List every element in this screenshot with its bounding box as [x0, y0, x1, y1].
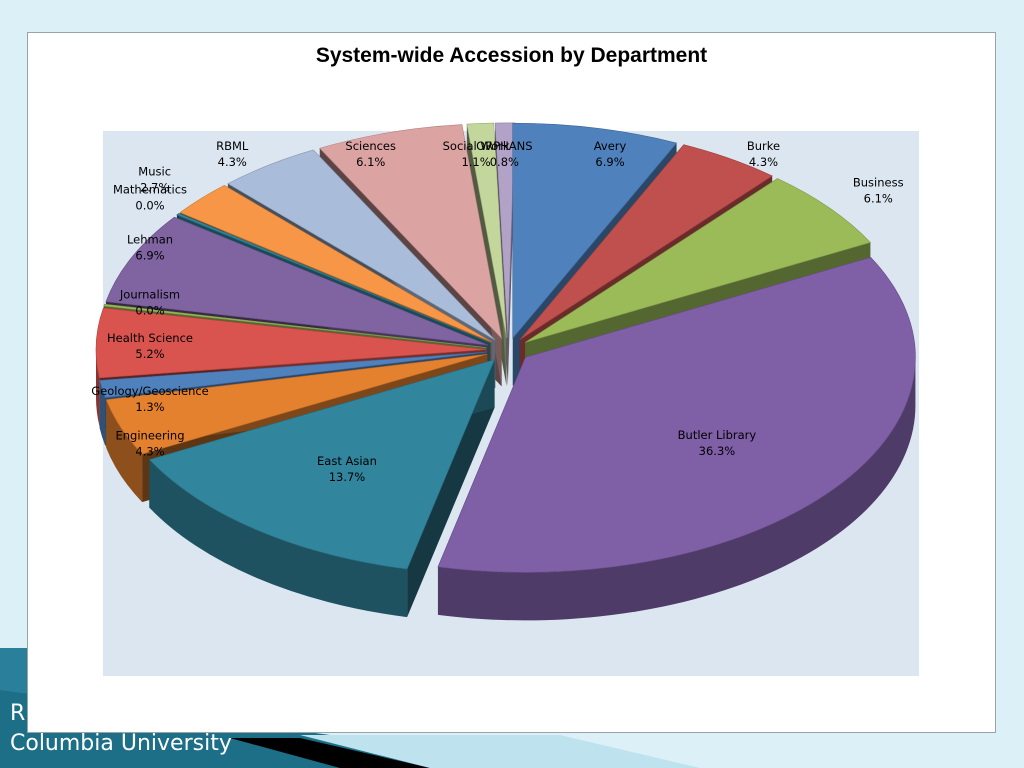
footer-text-line1: R	[10, 701, 26, 726]
slice-label-value-geology-geoscience: 1.3%	[135, 400, 164, 414]
pie-slice-wall-health-science	[96, 349, 100, 426]
slice-label-lehman: Lehman 6.9%	[127, 232, 173, 262]
footer-swoosh-light	[300, 735, 700, 768]
pie-slice-top-east-asian	[148, 359, 496, 570]
slice-label-name-journalism: Journalism	[119, 287, 180, 301]
slice-label-value-avery: 6.9%	[595, 155, 624, 169]
slice-label-name-butler-library: Butler Library	[678, 428, 757, 442]
pie-slice-top-health-science	[95, 307, 487, 379]
labels-layer: Avery 6.9% Burke 4.3% Business 6.1% Butler Lib…	[91, 139, 903, 484]
footer-swoosh-dark	[230, 738, 430, 768]
pie-slice-top-mathematics	[176, 213, 491, 344]
slice-label-value-journalism: 0.0%	[135, 303, 164, 317]
slice-label-value-music: 2.7%	[140, 180, 169, 194]
slice-label-orphans: ORPHANS 0.8%	[476, 139, 532, 169]
pie-slice-wall-geology-geoscience	[99, 380, 106, 446]
slice-label-east-asian: East Asian 13.7%	[317, 454, 377, 484]
slice-label-name-sciences: Sciences	[345, 139, 396, 153]
slice-label-name-avery: Avery	[594, 139, 627, 153]
slices-layer	[95, 122, 916, 621]
slice-label-value-sciences: 6.1%	[356, 155, 385, 169]
pie-slice-wall-butler-library	[437, 357, 916, 621]
slice-label-name-music: Music	[138, 164, 171, 178]
slice-label-mathematics: Mathematics 0.0%	[113, 183, 187, 213]
slice-label-value-mathematics: 0.0%	[135, 199, 164, 213]
slice-label-value-engineering: 4.3%	[135, 444, 164, 458]
slice-label-name-lehman: Lehman	[127, 232, 173, 246]
pie-slice-top-butler-library	[437, 257, 916, 573]
slice-label-engineering: Engineering 4.3%	[116, 428, 185, 458]
pie-slice-top-journalism	[103, 303, 487, 348]
pie-slice-top-sciences	[319, 124, 503, 340]
slice-label-name-mathematics: Mathematics	[113, 183, 187, 197]
slice-label-name-burke: Burke	[747, 139, 780, 153]
slice-label-value-butler-library: 36.3%	[699, 444, 736, 458]
slice-label-name-east-asian: East Asian	[317, 454, 377, 468]
pie-slice-wall-east-asian	[149, 459, 408, 618]
pie-slice-side-east-asian	[407, 359, 495, 618]
slice-label-value-health-science: 5.2%	[135, 347, 164, 361]
footer-text-line2: Columbia University	[10, 731, 232, 756]
slice-label-value-burke: 4.3%	[749, 155, 778, 169]
slice-label-health-science: Health Science 5.2%	[107, 331, 193, 361]
slice-label-butler-library: Butler Library 36.3%	[678, 428, 757, 458]
pie-slice-top-business	[525, 178, 871, 343]
slice-label-music: Music 2.7%	[138, 164, 171, 194]
slice-label-name-health-science: Health Science	[107, 331, 193, 345]
slice-label-name-geology-geoscience: Geology/Geoscience	[91, 384, 209, 398]
slice-label-name-orphans: ORPHANS	[476, 139, 532, 153]
slice-label-value-east-asian: 13.7%	[329, 470, 366, 484]
slice-label-business: Business 6.1%	[853, 175, 904, 205]
pie-slice-top-music	[179, 185, 492, 343]
pie-slice-butler-library	[437, 257, 916, 621]
slice-label-geology-geoscience: Geology/Geoscience 1.3%	[91, 384, 209, 414]
slice-label-value-business: 6.1%	[864, 191, 893, 205]
slice-label-sciences: Sciences 6.1%	[345, 139, 396, 169]
chart-title: System-wide Accession by Department	[315, 44, 708, 67]
pie-slice-top-avery	[512, 122, 678, 340]
slice-label-rbml: RBML 4.3%	[216, 139, 249, 169]
slice-label-name-rbml: RBML	[216, 139, 249, 153]
pie-slice-top-burke	[519, 144, 773, 341]
slice-label-journalism: Journalism 0.0%	[119, 287, 180, 317]
slice-label-value-orphans: 0.8%	[490, 155, 519, 169]
pie-slice-top-rbml	[227, 149, 496, 341]
slice-label-social-work: Social Work 1.1%	[443, 139, 510, 169]
slice-label-name-business: Business	[853, 175, 904, 189]
pie-slice-top-social-work	[466, 122, 507, 338]
slice-label-name-engineering: Engineering	[116, 428, 185, 442]
pie-slice-top-lehman	[105, 216, 489, 346]
slice-label-name-social-work: Social Work	[443, 139, 510, 153]
pie-slice-top-geology-geoscience	[99, 351, 487, 398]
slice-label-burke: Burke 4.3%	[747, 139, 780, 169]
slice-label-avery: Avery 6.9%	[594, 139, 627, 169]
slice-label-value-social-work: 1.1%	[461, 155, 490, 169]
pie-slice-top-engineering	[105, 353, 488, 455]
slice-label-value-rbml: 4.3%	[218, 155, 247, 169]
pie-slice-east-asian	[148, 359, 496, 618]
slice-label-value-lehman: 6.9%	[135, 248, 164, 262]
pie-slice-wall-engineering	[106, 399, 143, 503]
